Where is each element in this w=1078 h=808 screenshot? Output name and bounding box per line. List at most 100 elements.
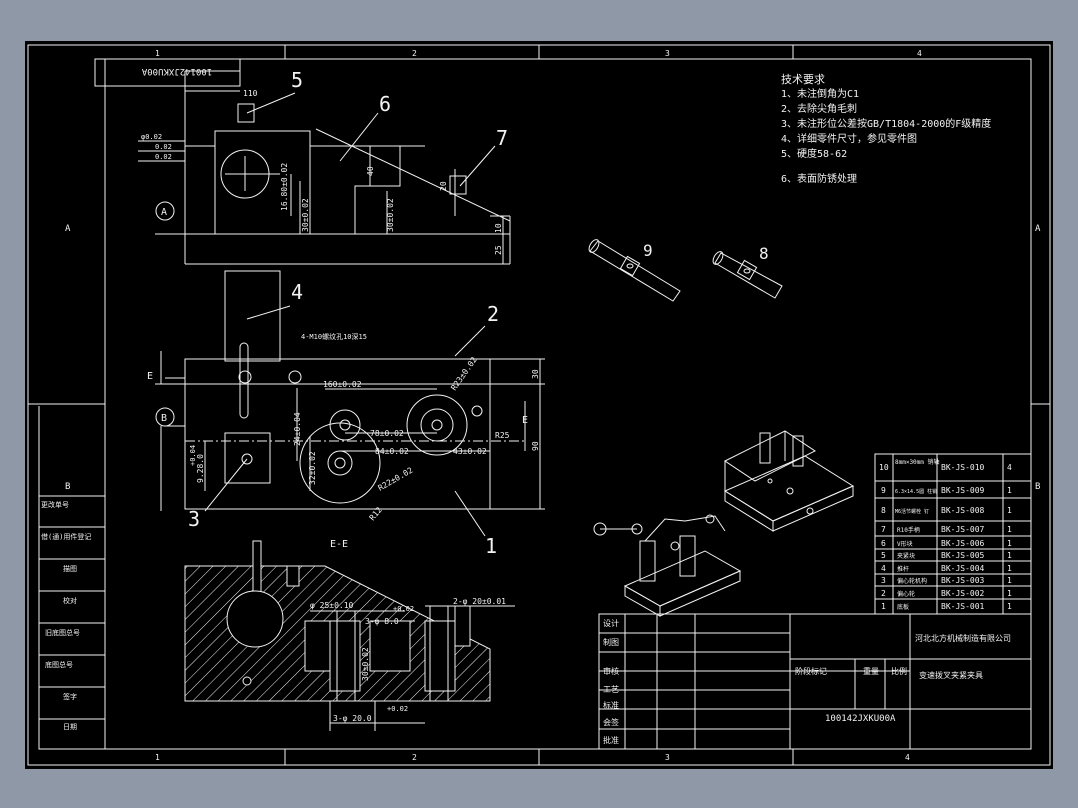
- bom-qty: 1: [1007, 564, 1012, 573]
- bom-qty: 1: [1007, 486, 1012, 495]
- balloon-8: 8: [759, 244, 769, 263]
- dim-160: 160±0.02: [323, 380, 362, 389]
- bom-qty: 1: [1007, 576, 1012, 585]
- bom-code: BK-JS-003: [941, 576, 985, 585]
- bom-code: BK-JS-004: [941, 564, 985, 573]
- dim-84: 84±0.02: [375, 447, 409, 456]
- bom-code: BK-JS-005: [941, 551, 985, 560]
- bom-name: 夹紧块: [897, 552, 915, 560]
- outer-border: [27, 44, 1051, 766]
- tb-row-standard: 标准: [603, 700, 619, 710]
- grid-row-b: B: [65, 482, 70, 492]
- pin-9-iso: [588, 239, 681, 302]
- top-view: [155, 270, 545, 511]
- drawing-canvas: 1 2 3 4 1 2 3 4 A B A B 100142JXKU00A 更改…: [27, 44, 1051, 766]
- bom-code: BK-JS-010: [941, 463, 985, 472]
- balloon-5: 5: [291, 68, 303, 92]
- grid-col-3: 3: [665, 49, 670, 58]
- strip-label-1: 借(通)用件登记: [41, 532, 91, 541]
- dim-30-section: 30±0.02: [361, 647, 370, 681]
- bom-name: 8mm×30mm 销轴: [895, 458, 940, 466]
- bom-qty: 4: [1007, 463, 1012, 472]
- bom-qty: 1: [1007, 539, 1012, 548]
- dim-90: 90: [531, 441, 540, 451]
- bom-code: BK-JS-007: [941, 525, 985, 534]
- front-view: [138, 70, 511, 265]
- bom-qty: 1: [1007, 525, 1012, 534]
- grid-row-b-right: B: [1035, 482, 1040, 492]
- balloon-7: 7: [496, 126, 508, 150]
- section-label: E-E: [330, 539, 348, 550]
- bom-name: 偏心轮: [897, 590, 915, 598]
- bom-code: BK-JS-006: [941, 539, 985, 548]
- tb-row-draw: 制图: [603, 637, 619, 647]
- grid-row-a-right: A: [1035, 224, 1041, 234]
- bom-code: BK-JS-009: [941, 486, 985, 495]
- iso-assembly-top: [723, 430, 855, 532]
- tech-item-6: 6、表面防锈处理: [781, 172, 857, 185]
- dim-78: 78±0.02: [370, 429, 404, 438]
- dim-r22: R22±0.02: [377, 466, 415, 493]
- bom-no: 10: [879, 463, 889, 472]
- datum-b-letter: B: [161, 413, 167, 424]
- dim-10: 10: [494, 223, 503, 233]
- bom-no: 2: [881, 589, 886, 598]
- bom-code: BK-JS-001: [941, 602, 985, 611]
- iso-assembly-bottom: [593, 514, 742, 617]
- bom-no: 8: [881, 506, 886, 515]
- bom-no: 3: [881, 576, 886, 585]
- balloon-3: 3: [188, 507, 200, 531]
- section-mark-e-left: E: [147, 371, 153, 382]
- dim-43: 43±0.02: [453, 447, 487, 456]
- grid-col-1: 1: [155, 49, 160, 58]
- section-mark-e-right: E: [522, 415, 528, 426]
- strip-label-5: 底图总号: [45, 660, 73, 669]
- strip-label-3: 校对: [63, 596, 77, 605]
- tb-row-check: 审核: [603, 666, 619, 676]
- tb-drawing-number: 100142JXKU00A: [825, 714, 896, 724]
- tech-item-5: 5、硬度58-62: [781, 147, 847, 160]
- grid-col-4-bottom: 4: [905, 753, 910, 762]
- strip-label-4: 旧底图总号: [45, 628, 80, 637]
- tb-product: 变速拨叉夹紧夹具: [919, 670, 983, 680]
- bom-no: 6: [881, 539, 886, 548]
- bom-no: 5: [881, 551, 886, 560]
- dim-phi8: 3-φ 8.0: [365, 617, 399, 626]
- datum-b-circle: [155, 407, 175, 427]
- dim-phi20: 2-φ 20±0.01: [453, 597, 506, 606]
- bom-no: 7: [881, 525, 886, 534]
- flatness-2: 0.02: [155, 153, 172, 161]
- dim-16-8: 16.80±0.02: [280, 163, 289, 211]
- dim-40: 40: [366, 166, 375, 176]
- leaders-front: [246, 92, 496, 187]
- bom-qty: 1: [1007, 589, 1012, 598]
- dim-m10: 4-M10螺纹孔10深15: [301, 332, 367, 341]
- bom-name: V形块: [897, 540, 913, 548]
- dim-plus02: +0.02: [393, 605, 414, 613]
- bom-no: 9: [881, 486, 886, 495]
- dim-plus02b: +0.02: [387, 705, 408, 713]
- tb-weight: 重量: [863, 666, 879, 676]
- dim-30-left: 30±0.02: [301, 198, 310, 232]
- dim-30-right: 30±0.02: [386, 198, 395, 232]
- dim-110: 110: [243, 89, 258, 98]
- geo-tol-label: φ0.02: [141, 133, 162, 141]
- strip-label-7: 日期: [63, 723, 77, 731]
- bom-no: 4: [881, 564, 886, 573]
- drawing-number-rotated: 100142JXKU00A: [141, 66, 212, 76]
- tech-item-1: 1、未注倒角为C1: [781, 87, 859, 100]
- balloon-4: 4: [291, 280, 303, 304]
- bom-code: BK-JS-008: [941, 506, 985, 515]
- grid-col-4: 4: [917, 49, 922, 58]
- tb-scale: 比例: [891, 666, 907, 676]
- bom-qty: 1: [1007, 551, 1012, 560]
- tb-row-design: 设计: [603, 618, 619, 628]
- tb-stage: 阶段标记: [795, 666, 827, 676]
- grid-col-1-bottom: 1: [155, 753, 160, 762]
- dim-plus004: +0.04: [189, 445, 197, 466]
- tb-row-process: 工艺: [603, 685, 619, 694]
- bom-no: 1: [881, 602, 886, 611]
- flatness-1: 0.02: [155, 143, 172, 151]
- bom-rows: 10 8mm×30mm 销轴 BK-JS-010 4 9 6.3×14.5圆 柱…: [879, 458, 1012, 611]
- tech-item-3: 3、未注形位公差按GB/T1804-2000的F级精度: [781, 117, 991, 130]
